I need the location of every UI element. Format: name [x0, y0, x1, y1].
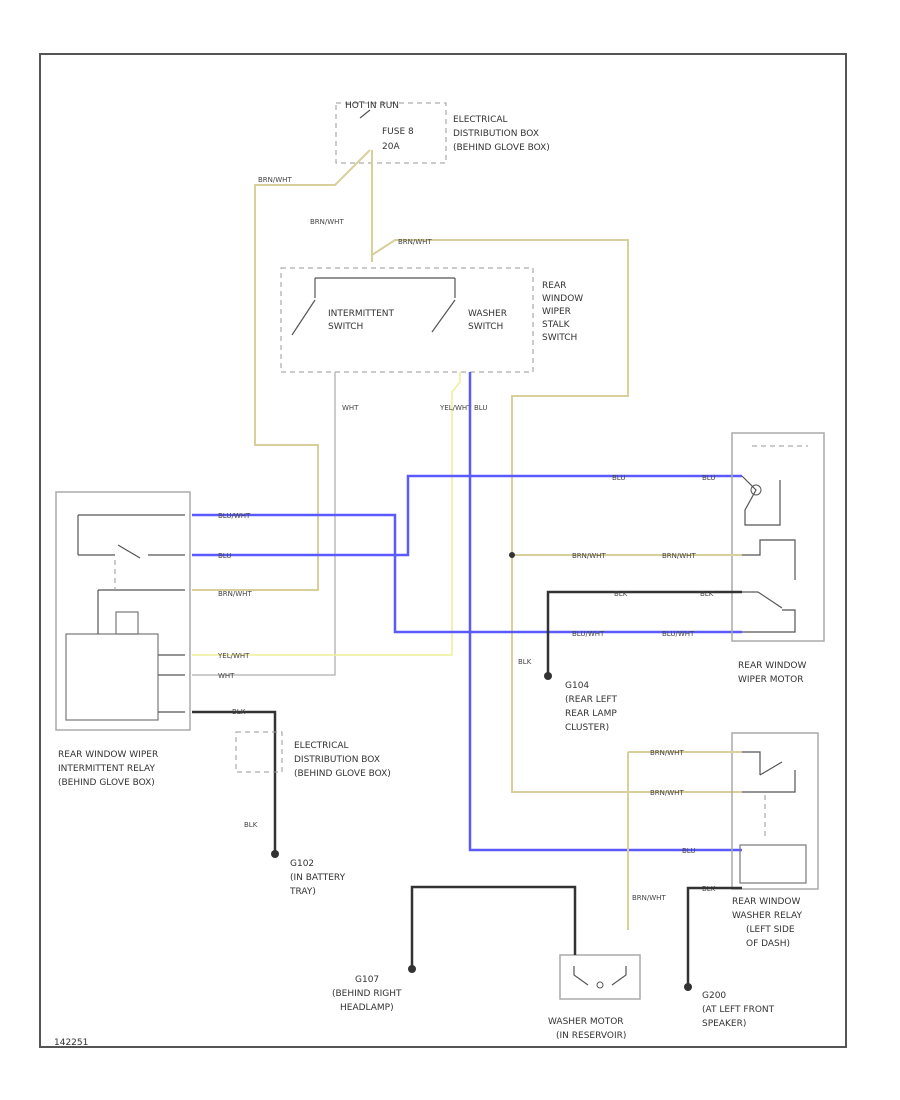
wire-label-blu-stalk: BLU — [474, 404, 487, 412]
edb-bottom-line1: ELECTRICAL — [294, 741, 349, 751]
wire-label-blk-g102: BLK — [244, 821, 258, 829]
g104-line3: REAR LAMP — [565, 709, 617, 719]
edb-top-line2: DISTRIBUTION BOX — [453, 129, 539, 139]
g107-line2: (BEHIND RIGHT — [332, 989, 402, 999]
wiper-motor-box — [731, 432, 825, 642]
relay-module — [65, 633, 159, 721]
relay-label-line1: REAR WINDOW WIPER — [58, 750, 158, 760]
wire-label-brn-wht-2: BRN/WHT — [310, 218, 344, 226]
wire-label-brn-wht-3: BRN/WHT — [398, 238, 432, 246]
g200-line1: G200 — [702, 991, 726, 1001]
wire-label-blu-motor: BLU — [612, 474, 625, 482]
g102-ground-terminal — [271, 850, 279, 858]
footer-code: 142251 — [54, 1038, 88, 1048]
wire-label-blu-motor-2: BLU — [702, 474, 715, 482]
intermittent-switch-line1: INTERMITTENT — [328, 309, 394, 319]
wire-label-blk-relay: BLK — [232, 708, 246, 716]
wire-label-brn-wht-wmotor: BRN/WHT — [632, 894, 666, 902]
motor-label-line2: WIPER MOTOR — [738, 675, 803, 685]
stalk-switch-line4: STALK — [542, 320, 571, 330]
wire-label-brn-wht-1: BRN/WHT — [258, 176, 292, 184]
stalk-switch-line5: SWITCH — [542, 333, 577, 343]
relay-label-line3: (BEHIND GLOVE BOX) — [58, 778, 155, 788]
wire-label-blu-wht-motor: BLU/WHT — [572, 630, 605, 638]
wire-label-blk-g104: BLK — [518, 658, 532, 666]
g104-line2: (REAR LEFT — [565, 695, 617, 705]
wire-label-yel-wht-relay: YEL/WHT — [217, 652, 250, 660]
fuse-rating-label: 20A — [382, 142, 400, 152]
intermittent-switch-line2: SWITCH — [328, 322, 363, 332]
g107-line1: G107 — [355, 975, 379, 985]
top-distribution-box — [335, 102, 447, 164]
motor-label-line1: REAR WINDOW — [738, 661, 807, 671]
bottom-distribution-box — [235, 731, 283, 773]
wrelay-line3: (LEFT SIDE — [746, 925, 795, 935]
hot-in-run-label: HOT IN RUN — [345, 101, 399, 111]
wire-label-brn-wht-relay: BRN/WHT — [218, 590, 252, 598]
g107-ground-terminal — [408, 965, 416, 973]
g102-line1: G102 — [290, 859, 314, 869]
relay-label-line2: INTERMITTENT RELAY — [58, 764, 155, 774]
g104-line4: CLUSTER) — [565, 723, 609, 733]
wire-label-blu-wht-motor-2: BLU/WHT — [662, 630, 695, 638]
g107-line3: HEADLAMP) — [340, 1003, 394, 1013]
wire-label-brn-wht-motor: BRN/WHT — [572, 552, 606, 560]
wire-label-brn-wht-wrelay-1: BRN/WHT — [650, 749, 684, 757]
edb-bottom-line3: (BEHIND GLOVE BOX) — [294, 769, 391, 779]
g104-ground-terminal — [544, 672, 552, 680]
wire-label-blk-motor: BLK — [614, 590, 628, 598]
wmotor-line2: (IN RESERVOIR) — [556, 1031, 626, 1041]
wire-label-blu-wht-relay: BLU/WHT — [218, 512, 251, 520]
wrelay-line4: OF DASH) — [746, 939, 790, 949]
g200-ground-terminal — [684, 983, 692, 991]
edb-top-line1: ELECTRICAL — [453, 115, 508, 125]
wire-label-blu-relay: BLU — [218, 552, 231, 560]
wmotor-line1: WASHER MOTOR — [548, 1017, 624, 1027]
wire-label-blk-motor-2: BLK — [700, 590, 714, 598]
wrelay-line2: WASHER RELAY — [732, 911, 802, 921]
washer-switch-line2: SWITCH — [468, 322, 503, 332]
washer-motor-box — [559, 954, 641, 1000]
washer-relay-coil — [739, 844, 807, 884]
stalk-switch-line1: REAR — [542, 281, 566, 291]
g102-line3: TRAY) — [289, 887, 316, 897]
wire-label-blu-wrelay: BLU — [682, 847, 695, 855]
wire-label-wht-vertical: WHT — [342, 404, 359, 412]
stalk-switch-line2: WINDOW — [542, 294, 583, 304]
edb-top-line3: (BEHIND GLOVE BOX) — [453, 143, 550, 153]
g102-line2: (IN BATTERY — [290, 873, 346, 883]
stalk-switch-box — [280, 267, 534, 373]
fuse-label: FUSE 8 — [382, 127, 414, 137]
intermittent-relay-box — [55, 491, 191, 731]
stalk-switch-line3: WIPER — [542, 307, 571, 317]
washer-relay-box — [731, 732, 819, 890]
wire-label-yel-wht-vertical: YEL/WHT — [439, 404, 472, 412]
washer-switch-line1: WASHER — [468, 309, 507, 319]
g200-line2: (AT LEFT FRONT — [702, 1005, 775, 1015]
g200-line3: SPEAKER) — [702, 1019, 746, 1029]
wire-label-wht-relay: WHT — [218, 672, 235, 680]
wire-label-brn-wht-motor-2: BRN/WHT — [662, 552, 696, 560]
wrelay-line1: REAR WINDOW — [732, 897, 801, 907]
edb-bottom-line2: DISTRIBUTION BOX — [294, 755, 380, 765]
g104-line1: G104 — [565, 681, 589, 691]
diagram-frame — [39, 53, 847, 1048]
wire-label-brn-wht-wrelay-2: BRN/WHT — [650, 789, 684, 797]
